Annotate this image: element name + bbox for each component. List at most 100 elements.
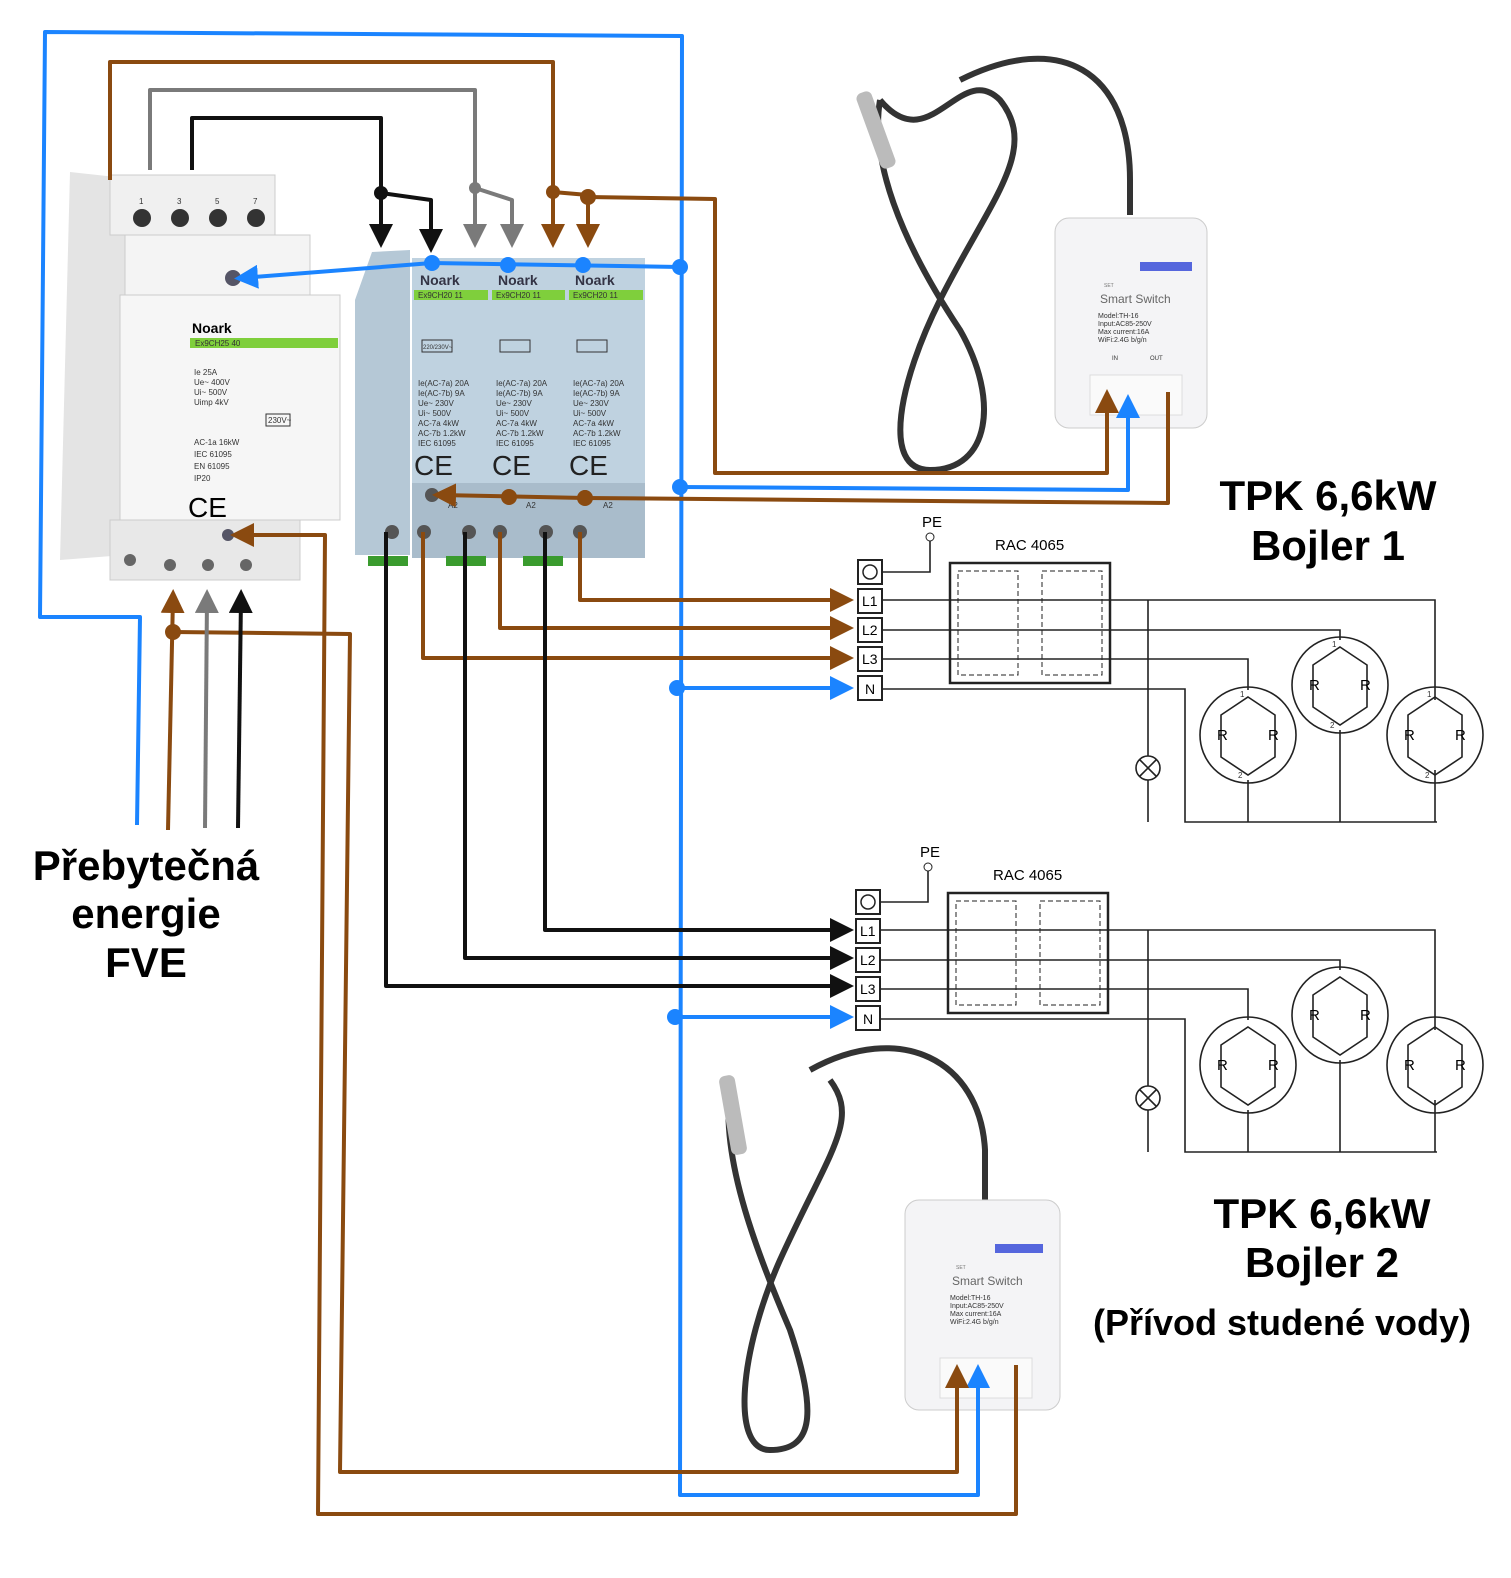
temperature-probe (719, 1075, 747, 1155)
svg-text:R: R (1217, 1057, 1228, 1074)
svg-text:Model:TH-16: Model:TH-16 (950, 1295, 991, 1302)
svg-text:R: R (1455, 727, 1466, 744)
svg-text:L2: L2 (862, 622, 878, 638)
svg-text:WiFi:2.4G b/g/n: WiFi:2.4G b/g/n (1098, 337, 1147, 344)
svg-text:R: R (1217, 727, 1228, 744)
svg-text:Ie(AC-7a) 20A: Ie(AC-7a) 20A (496, 379, 548, 388)
temperature-probe (856, 91, 896, 169)
svg-text:A2: A2 (526, 501, 536, 510)
svg-text:5: 5 (215, 197, 220, 206)
set-button-label: SET (956, 1265, 966, 1271)
smart-switch-2: SET Smart Switch Model:TH-16 Input:AC85-… (719, 1045, 1061, 1454)
svg-text:Ie 25A: Ie 25A (194, 368, 218, 377)
svg-text:N: N (863, 1011, 873, 1027)
svg-text:Ex9CH25 40: Ex9CH25 40 (195, 339, 241, 348)
svg-text:Input:AC85-250V: Input:AC85-250V (1098, 321, 1152, 328)
svg-text:R: R (1455, 1057, 1466, 1074)
boiler-1-label: TPK 6,6kW Bojler 1 (1219, 472, 1436, 569)
svg-text:3: 3 (177, 197, 182, 206)
thermostat-rac4065 (946, 891, 1110, 1015)
svg-text:1: 1 (139, 197, 144, 206)
relay-contactor-2: Noark Ex9CH20 11 Ie(AC-7a) 20AIe(AC-7b) … (462, 258, 567, 558)
svg-text:IEC 61095: IEC 61095 (194, 450, 232, 459)
svg-text:L1: L1 (860, 923, 876, 939)
svg-text:Ui~ 500V: Ui~ 500V (194, 388, 228, 397)
smart-switch-1: SET Smart Switch Model:TH-16 Input:AC85-… (856, 55, 1208, 474)
svg-text:(Přívod studené vody): (Přívod studené vody) (1093, 1302, 1471, 1343)
svg-text:Ui~ 500V: Ui~ 500V (418, 409, 452, 418)
svg-text:1: 1 (1240, 690, 1245, 699)
thermostat-label: RAC 4065 (995, 537, 1064, 554)
svg-text:Noark: Noark (420, 272, 460, 288)
svg-text:PE: PE (922, 514, 942, 531)
svg-text:AC-7b 1.2kW: AC-7b 1.2kW (496, 429, 544, 438)
svg-text:Ie(AC-7a) 20A: Ie(AC-7a) 20A (418, 379, 470, 388)
svg-text:Ex9CH20 11: Ex9CH20 11 (496, 291, 541, 300)
svg-text:R: R (1309, 1007, 1320, 1024)
svg-text:R: R (1268, 1057, 1279, 1074)
source-label: Přebytečná energie FVE (33, 842, 260, 986)
svg-text:Smart Switch: Smart Switch (952, 1274, 1023, 1288)
svg-text:R: R (1309, 677, 1320, 694)
main-contactor: 1 3 5 7 Noark Ex9CH25 40 Ie 25A Ue~ 400V… (60, 172, 341, 581)
svg-text:Model:TH-16: Model:TH-16 (1098, 313, 1139, 320)
svg-text:Noark: Noark (575, 272, 615, 288)
svg-text:Noark: Noark (498, 272, 538, 288)
svg-text:WiFi:2.4G b/g/n: WiFi:2.4G b/g/n (950, 1319, 999, 1326)
svg-text:Input:AC85-250V: Input:AC85-250V (950, 1303, 1004, 1310)
svg-text:Ue~ 230V: Ue~ 230V (418, 399, 454, 408)
neutral-switch1-wire (679, 394, 1140, 492)
svg-text:Ie(AC-7b) 9A: Ie(AC-7b) 9A (496, 389, 543, 398)
svg-text:AC-7b 1.2kW: AC-7b 1.2kW (573, 429, 621, 438)
svg-text:2: 2 (1330, 721, 1335, 730)
svg-text:Max current:16A: Max current:16A (950, 1311, 1002, 1318)
svg-text:Ie(AC-7b) 9A: Ie(AC-7b) 9A (573, 389, 620, 398)
svg-text:7: 7 (253, 197, 258, 206)
svg-text:Bojler 1: Bojler 1 (1251, 522, 1405, 569)
svg-text:PE: PE (920, 844, 940, 861)
svg-text:Ui~ 500V: Ui~ 500V (496, 409, 530, 418)
svg-text:A2: A2 (448, 501, 458, 510)
boiler-2-label: TPK 6,6kW Bojler 2 (Přívod studené vody) (1093, 1190, 1471, 1343)
svg-text:Ie(AC-7b) 9A: Ie(AC-7b) 9A (418, 389, 465, 398)
svg-text:L3: L3 (860, 981, 876, 997)
svg-text:1: 1 (1332, 640, 1337, 649)
ground-icon (860, 894, 876, 910)
neutral-main-wire (38, 30, 990, 1497)
svg-text:AC-7a 4kW: AC-7a 4kW (573, 419, 614, 428)
svg-text:OUT: OUT (1150, 356, 1163, 362)
thermostat-label: RAC 4065 (993, 867, 1062, 884)
svg-text:Ui~ 500V: Ui~ 500V (573, 409, 607, 418)
heating-element-2: R R 1 2 (1291, 636, 1389, 734)
svg-text:FVE: FVE (105, 939, 187, 986)
junction-dots (165, 182, 688, 1025)
thermostat-rac4065 (948, 561, 1112, 685)
svg-text:IEC 61095: IEC 61095 (573, 439, 611, 448)
svg-text:Ie(AC-7a) 20A: Ie(AC-7a) 20A (573, 379, 625, 388)
svg-text:EN 61095: EN 61095 (194, 462, 230, 471)
svg-text:230V~: 230V~ (268, 416, 292, 425)
svg-text:AC-7a 4kW: AC-7a 4kW (418, 419, 459, 428)
svg-text:Ue~ 230V: Ue~ 230V (496, 399, 532, 408)
relay-contactors: Noark Ex9CH20 11 220/230V~ Ie(AC-7a) 20A… (355, 250, 645, 566)
terminal-screws-top: 1 3 5 7 (133, 197, 265, 227)
svg-text:1: 1 (1427, 690, 1432, 699)
svg-text:R: R (1360, 677, 1371, 694)
brand-logo: Noark (192, 320, 232, 336)
svg-text:IEC 61095: IEC 61095 (418, 439, 456, 448)
svg-text:AC-1a 16kW: AC-1a 16kW (194, 438, 240, 447)
svg-text:2: 2 (1425, 771, 1430, 780)
svg-text:AC-7b 1.2kW: AC-7b 1.2kW (418, 429, 466, 438)
set-button-label: SET (1104, 283, 1114, 289)
svg-text:CE: CE (569, 450, 608, 481)
svg-text:L3: L3 (862, 651, 878, 667)
svg-text:Ue~ 400V: Ue~ 400V (194, 378, 230, 387)
svg-text:R: R (1360, 1007, 1371, 1024)
svg-text:2: 2 (1238, 771, 1243, 780)
